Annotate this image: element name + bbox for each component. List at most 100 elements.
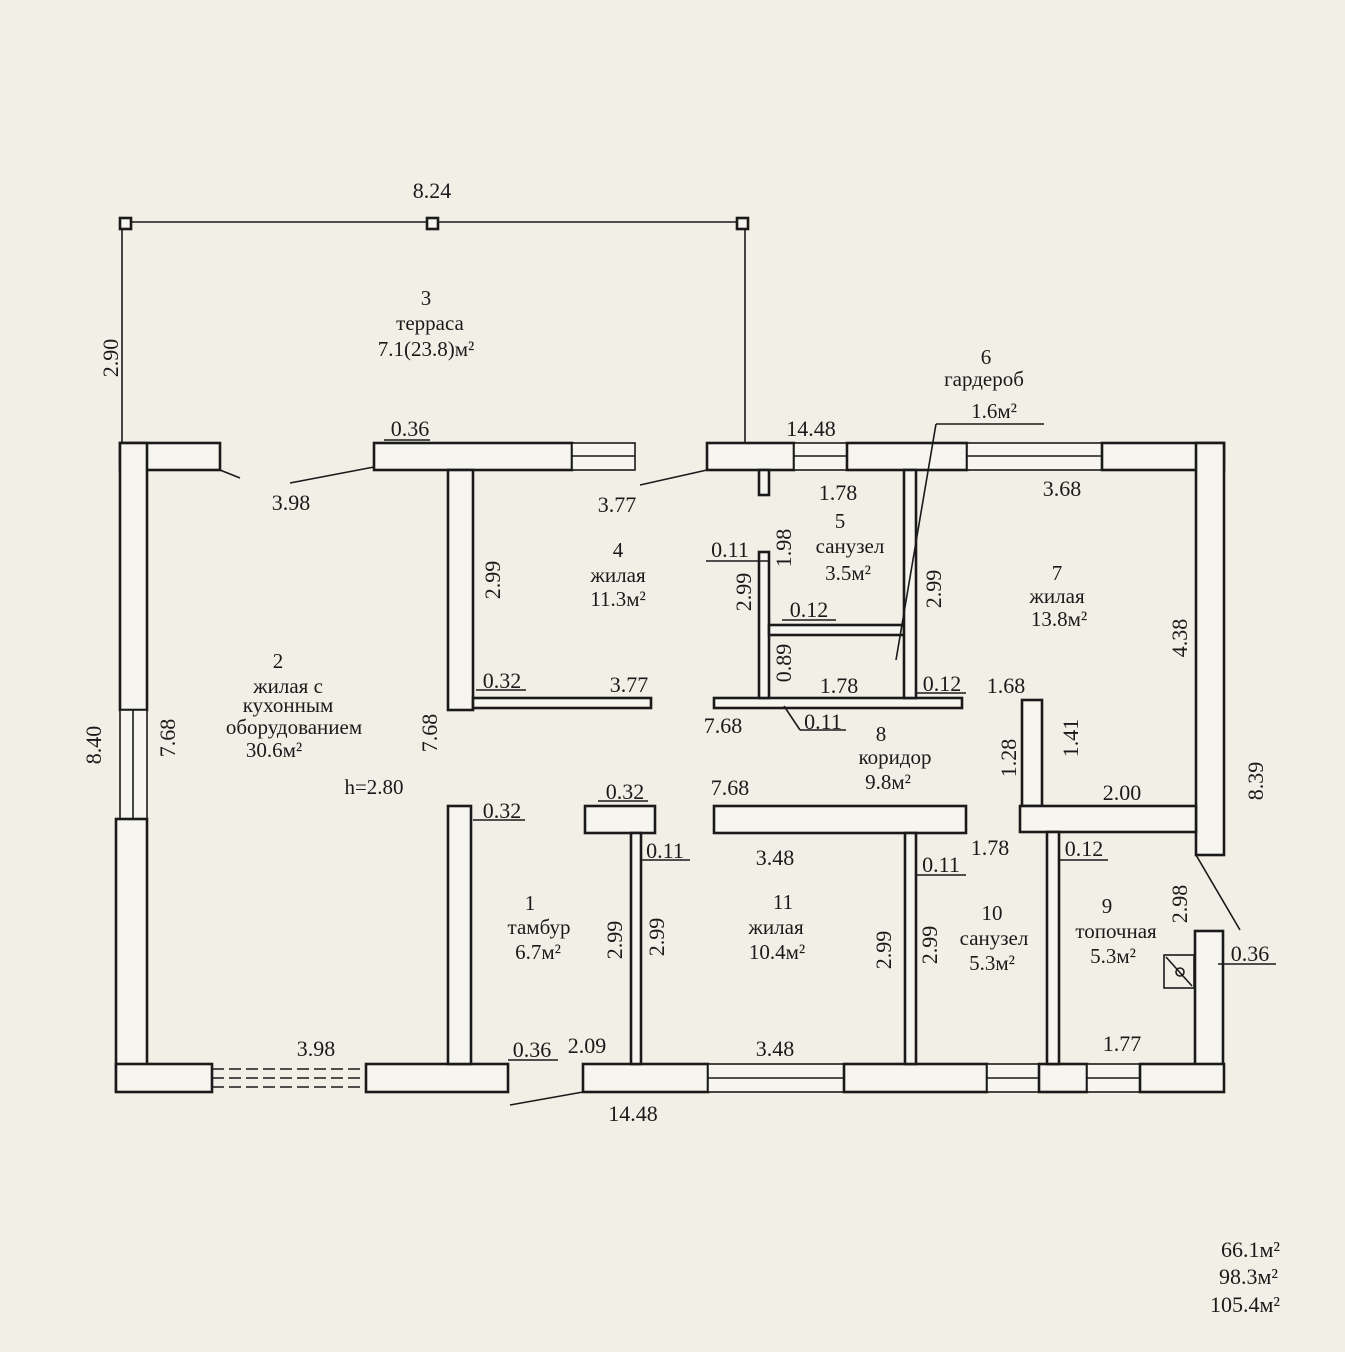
dim-room10-width: 1.78 [971,835,1010,860]
room-label-1: 1 тамбур 6.7м² [508,891,571,964]
room-label-4: 4 жилая 11.3м² [589,538,646,611]
dim-room4-width: 3.77 [598,492,637,517]
terrace-post [735,216,750,231]
dim-wall-thickness: 0.11 [646,838,684,863]
dim-corridor-length: 7.68 [704,713,743,738]
room-name: санузел [960,926,1029,950]
dim-room4-depth: 2.99 [731,573,756,612]
dim-wall-thickness: 0.11 [711,537,749,562]
room-label-8: 8 коридор 9.8м² [858,722,931,794]
dimension-labels: 8.24 14.48 0.36 3.98 3.77 1.78 3.68 0.11… [272,178,1270,1126]
dim-wall-thickness: 0.36 [513,1037,552,1062]
dim-terrace-width: 8.24 [413,178,452,203]
dim-room2-depth: 7.68 [417,714,442,753]
room-area: 9.8м² [865,770,911,794]
room-number: 11 [773,890,793,914]
dim-room11-width: 3.48 [756,1036,795,1061]
room-area: 5.3м² [969,951,1015,975]
room-name: жилая [589,563,646,587]
room-area: 7.1(23.8)м² [378,337,475,361]
room-area: 5.3м² [1090,944,1136,968]
room-area: 11.3м² [590,587,646,611]
dim-room7-depth: 4.38 [1167,619,1192,658]
room-name: терраса [396,311,464,335]
dim-room9-width: 2.00 [1103,780,1142,805]
dim-room7-width: 3.68 [1043,476,1082,501]
leader-lines [219,423,1276,1106]
dim-corridor-length: 7.68 [711,775,750,800]
dim-corridor-step: 1.41 [1058,719,1083,758]
dim-wall-thickness: 0.12 [1065,836,1104,861]
room-label-9: 9 топочная 5.3м² [1075,894,1157,968]
room-labels: 3 терраса 7.1(23.8)м² 2 жилая с кухонным… [226,286,1157,975]
room-number: 2 [273,649,284,673]
room-area: 3.5м² [825,561,871,585]
dim-room11-width: 3.48 [756,845,795,870]
dim-room2-depth: 7.68 [155,719,180,758]
dim-room2-width: 3.98 [297,1036,336,1061]
dim-room7-depth: 2.99 [921,570,946,609]
dim-wall-thickness: 0.32 [483,798,522,823]
room-name: кухонным [243,693,333,717]
room-area: 30.6м² [246,738,302,762]
dim-room4-width: 3.77 [610,672,649,697]
room-label-11: 11 жилая 10.4м² [747,890,805,964]
room-number: 6 [981,345,992,369]
room-number: 3 [421,286,432,310]
room-area: 1.6м² [971,399,1017,423]
area-totals: 66.1м² 98.3м² 105.4м² [1210,1237,1280,1317]
room-name: санузел [816,534,885,558]
dim-room10-depth: 2.99 [917,926,942,965]
dim-room6-width: 1.78 [820,673,859,698]
room-label-7: 7 жилая 13.8м² [1028,561,1087,631]
room-name: топочная [1075,919,1157,943]
dim-corridor-step: 1.28 [996,739,1021,778]
dim-overall-depth-left: 8.40 [81,726,106,765]
total-area: 98.3м² [1219,1264,1278,1289]
vertical-dimension-labels: 2.90 8.40 7.68 7.68 2.99 2.99 1.98 0.89 … [81,339,1268,970]
total-area: 105.4м² [1210,1292,1280,1317]
room-label-6: 6 гардероб 1.6м² [944,345,1024,423]
terrace-outline [118,216,750,445]
ceiling-height: h=2.80 [344,775,403,799]
terrace-post [118,216,133,231]
dim-overall-width-bottom: 14.48 [608,1101,658,1126]
room-number: 10 [982,901,1003,925]
room-number: 8 [876,722,887,746]
room-label-2: 2 жилая с кухонным оборудованием 30.6м² … [226,649,404,799]
dim-room10-depth: 2.99 [871,931,896,970]
room-area: 6.7м² [515,940,561,964]
room-number: 9 [1102,894,1113,918]
dim-wall-thickness: 0.11 [804,709,842,734]
dim-room2-width: 3.98 [272,490,311,515]
room-label-10: 10 санузел 5.3м² [960,901,1029,975]
room-label-5: 5 санузел 3.5м² [816,509,885,585]
room-number: 7 [1052,561,1063,585]
exterior-walls [114,441,1226,1094]
dim-room1-depth: 2.99 [644,918,669,957]
room-name: жилая с [252,674,323,698]
dim-room1-depth: 2.99 [602,921,627,960]
dim-wall-thickness: 0.12 [790,597,829,622]
interior-walls [446,468,1198,1066]
dim-terrace-depth: 2.90 [98,339,123,378]
room-area: 13.8м² [1031,607,1087,631]
total-area: 66.1м² [1221,1237,1280,1262]
dim-overall-depth-right: 8.39 [1243,762,1268,801]
dim-room9-width: 1.77 [1103,1031,1142,1056]
room-number: 1 [525,891,536,915]
dim-wall-thickness: 0.32 [606,779,645,804]
room-name: жилая [1028,584,1085,608]
dim-corridor-step: 1.68 [987,673,1026,698]
dim-wall-thickness: 0.11 [922,852,960,877]
dim-room5-width: 1.78 [819,480,858,505]
room-name: гардероб [944,367,1024,391]
dim-room9-depth: 2.98 [1167,885,1192,924]
dim-room6-depth: 0.89 [771,644,796,683]
room-name: жилая [747,915,804,939]
dim-wall-thickness: 0.32 [483,668,522,693]
dim-wall-thickness: 0.12 [923,671,962,696]
dim-room1-width: 2.09 [568,1033,607,1058]
terrace-post [425,216,440,231]
